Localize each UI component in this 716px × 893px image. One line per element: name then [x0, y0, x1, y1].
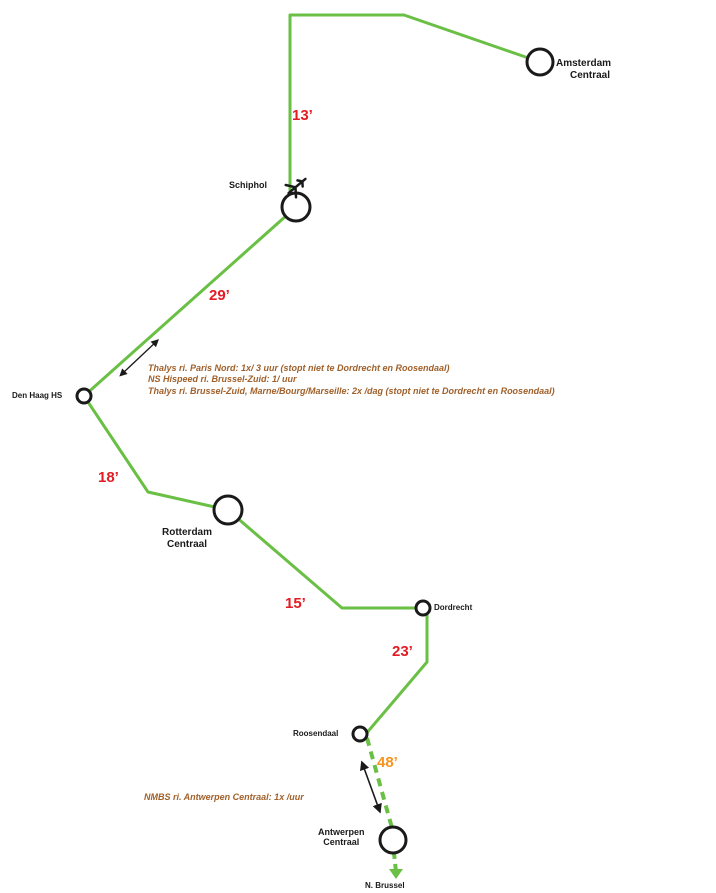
station-label-rotterdam-line1: Rotterdam	[162, 527, 213, 538]
note-ns-hispeed: NS Hispeed ri. Brussel-Zuid: 1/ uur	[148, 374, 297, 385]
station-label-roosendaal: Roosendaal	[293, 729, 339, 738]
station-label-amsterdam-line1: Amsterdam	[556, 58, 612, 69]
station-label-rotterdam-line2: Centraal	[167, 538, 208, 550]
station-dordrecht-circle[interactable]	[414, 599, 432, 617]
travel-time-amsterdam-schiphol: 13’	[292, 107, 313, 124]
station-label-schiphol: Schiphol	[229, 180, 267, 190]
station-label-antwerpen: Antwerpen Centraal	[318, 827, 365, 848]
station-den-haag-circle[interactable]	[75, 387, 93, 405]
station-rotterdam-circle[interactable]	[212, 494, 244, 526]
station-label-brussel: N. Brussel	[365, 881, 405, 890]
route-arrow-brussel	[389, 869, 403, 879]
station-label-amsterdam-line2: Centraal	[570, 69, 611, 81]
travel-time-rotterdam-dordrecht: 15’	[285, 595, 306, 612]
note-nmbs: NMBS ri. Antwerpen Centraal: 1x /uur	[144, 792, 304, 802]
route-line-dashed-brussel	[392, 852, 398, 873]
travel-time-denhaag-rotterdam: 18’	[98, 469, 119, 486]
travel-time-schiphol-denhaag: 29’	[209, 287, 230, 304]
station-label-antwerpen-line1: Antwerpen	[318, 827, 365, 837]
travel-time-roosendaal-antwerpen: 48’	[377, 754, 398, 771]
double-arrow-icon	[360, 760, 382, 814]
note-thalys-paris: Thalys ri. Paris Nord: 1x/ 3 uur (stopt …	[148, 363, 450, 373]
station-label-dordrecht: Dordrecht	[434, 603, 473, 612]
double-arrow-icon	[119, 339, 159, 377]
station-label-antwerpen-line2: Centraal	[323, 837, 360, 848]
station-roosendaal-circle[interactable]	[351, 725, 369, 743]
station-amsterdam-circle[interactable]	[525, 47, 555, 77]
station-label-den-haag: Den Haag HS	[12, 391, 63, 400]
airplane-icon	[284, 177, 307, 199]
note-thalys-brussel: Thalys ri. Brussel-Zuid, Marne/Bourg/Mar…	[148, 385, 555, 396]
route-line-dashed-antwerpen	[365, 737, 394, 829]
station-label-amsterdam: Amsterdam Centraal	[556, 58, 611, 81]
station-antwerpen-circle[interactable]	[378, 825, 408, 855]
service-notes-holland: Thalys ri. Paris Nord: 1x/ 3 uur (stopt …	[148, 363, 555, 397]
travel-time-dordrecht-roosendaal: 23’	[392, 643, 413, 660]
station-label-rotterdam: Rotterdam Centraal	[162, 527, 212, 550]
